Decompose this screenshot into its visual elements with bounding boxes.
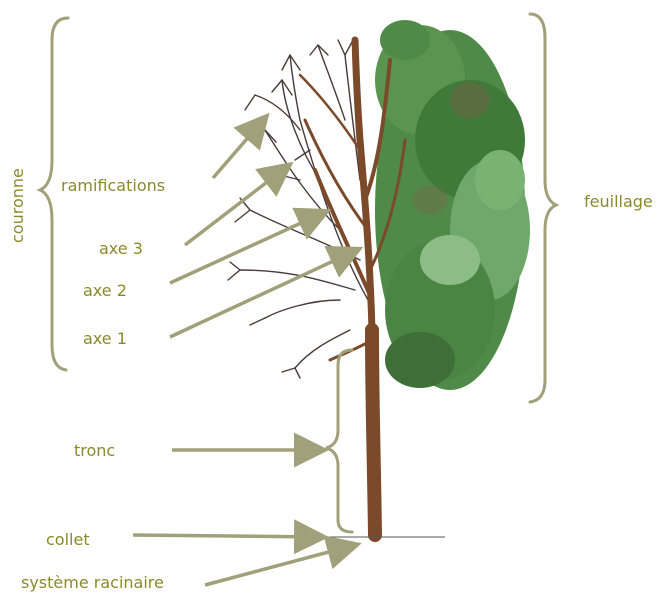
label-systeme-racinaire: système racinaire [21,574,164,592]
feuillage-brace [530,14,556,402]
label-tronc: tronc [74,442,115,460]
arrow-axe2 [170,250,357,337]
label-axe2: axe 2 [83,282,127,300]
label-ramifications: ramifications [61,177,165,195]
foliage [375,20,530,390]
tronc-brace [326,350,352,532]
arrow-axe3 [170,212,325,283]
arrow-ramifications-2 [185,166,288,245]
bare-branches [228,40,368,378]
label-couronne: couronne [8,168,27,243]
arrow-ramifications-1 [213,118,265,178]
label-axe1: axe 1 [83,330,127,348]
label-feuillage: feuillage [584,193,653,211]
arrow-collet [133,535,322,537]
label-axe3: axe 3 [99,240,143,258]
label-collet: collet [46,531,90,549]
arrow-systeme-racinaire [205,545,355,585]
